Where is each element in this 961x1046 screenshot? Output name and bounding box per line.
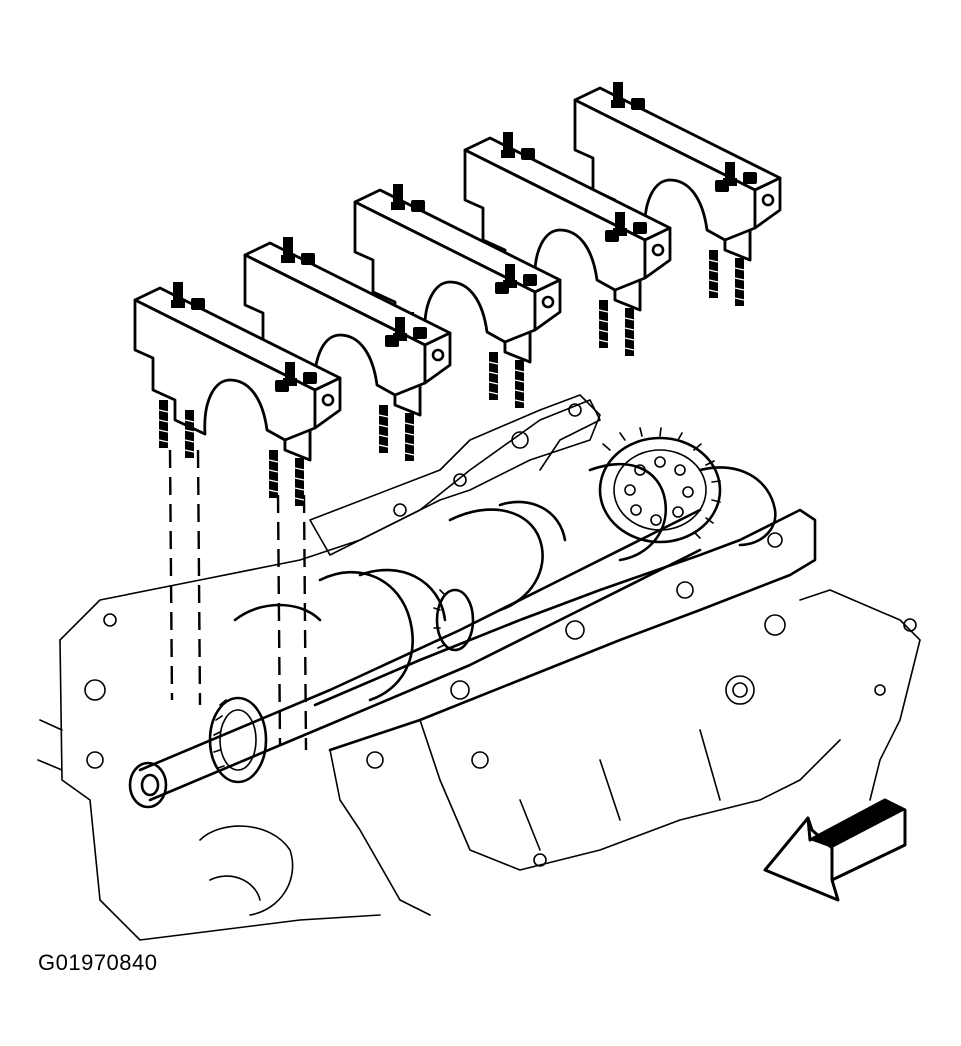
figure-id-label: G01970840 (38, 950, 158, 975)
alignment-guides (168, 449, 308, 751)
front-direction-arrow-icon (763, 798, 907, 902)
crankshaft (128, 427, 777, 809)
engine-block (37, 394, 921, 941)
